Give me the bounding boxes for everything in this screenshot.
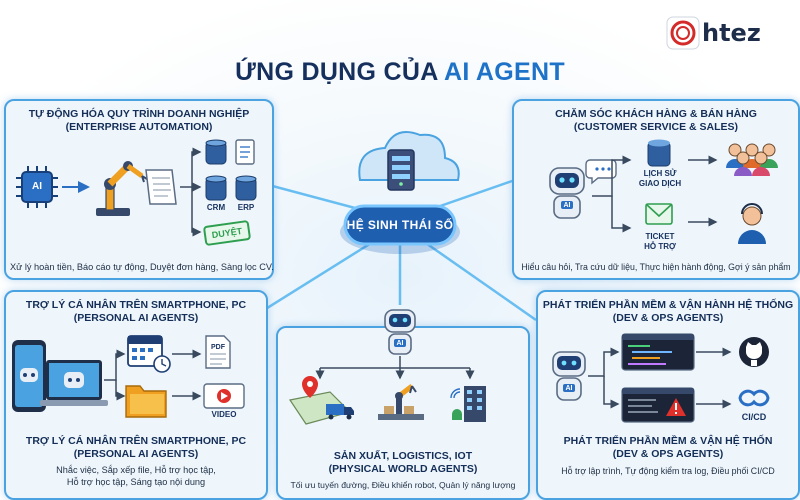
database-icon xyxy=(205,139,257,201)
panel-personal-title-bottom: TRỢ LÝ CÁ NHÂN TRÊN SMARTPHONE, PC xyxy=(25,435,247,447)
document-icon xyxy=(235,139,255,165)
map-pin-icon xyxy=(289,376,352,425)
robot-icon xyxy=(549,167,585,219)
video-label: VIDEO xyxy=(211,410,237,419)
robot-arm-icon xyxy=(96,161,148,216)
folder-icon xyxy=(125,385,167,418)
video-icon xyxy=(203,383,245,409)
ticket-label: TICKET xyxy=(645,232,675,241)
ticket-icon xyxy=(645,203,673,225)
logo-mark-icon xyxy=(666,16,700,50)
panel-personal-subtitle-bottom: (PERSONAL AI AGENTS) xyxy=(73,448,199,460)
cpu-icon xyxy=(16,166,58,208)
panel-personal-title: TRỢ LÝ CÁ NHÂN TRÊN SMARTPHONE, PC xyxy=(25,299,247,311)
phone-icon xyxy=(12,340,46,412)
physical-robot-ai-label: AI xyxy=(396,340,404,347)
panel-personal-description-2: Hỗ trợ học tập, Sáng tạo nội dung xyxy=(66,477,206,487)
invoice-icon xyxy=(145,169,177,205)
customers-icon xyxy=(726,143,778,176)
truck-icon xyxy=(326,404,354,420)
page-title: ỨNG DỤNG CỦA AI AGENT xyxy=(0,58,800,87)
erp-label: ERP xyxy=(237,203,255,212)
robot-icon xyxy=(384,309,416,355)
panel-physical-subtitle: (PHYSICAL WORLD AGENTS) xyxy=(328,463,478,475)
logo-text: htez xyxy=(702,19,761,47)
robot-ai-label: AI xyxy=(563,202,571,209)
panel-devops-subtitle: (DEV & OPS AGENTS) xyxy=(612,312,724,324)
ticket-label-2: HỖ TRỢ xyxy=(644,242,676,251)
approved-stamp-icon xyxy=(203,220,251,246)
pdf-label: PDF xyxy=(211,344,225,351)
crm-label: CRM xyxy=(206,203,226,212)
history-label-2: GIAO DỊCH xyxy=(638,179,682,188)
panel-devops-title: PHÁT TRIỂN PHẦN MỀM & VẬN HÀNH HỆ THỐNG xyxy=(542,299,794,311)
panel-physical-description: Tối ưu tuyến đường, Điều khiển robot, Qu… xyxy=(290,480,516,490)
panel-physical-title: SẢN XUẤT, LOGISTICS, IOT xyxy=(333,450,473,462)
panel-personal-subtitle: (PERSONAL AI AGENTS) xyxy=(73,312,199,324)
panel-customer-description: Hiểu câu hỏi, Tra cứu dữ liệu, Thực hiện… xyxy=(521,262,791,272)
hub-label: HỆ SINH THÁI SỐ xyxy=(346,218,454,232)
panel-enterprise-subtitle: (ENTERPRISE AUTOMATION) xyxy=(65,121,213,133)
ai-chip-label: AI xyxy=(32,181,42,192)
log-window-icon xyxy=(621,387,695,423)
pdf-icon xyxy=(205,335,231,369)
devops-robot-ai-label: AI xyxy=(565,385,573,392)
panel-devops-title-bottom: PHÁT TRIỂN PHẦN MỀM & VẬN HỆ THỐN xyxy=(563,435,773,447)
panel-enterprise-description: Xử lý hoàn tiền, Báo cáo tự động, Duyệt … xyxy=(10,262,274,272)
database-icon xyxy=(647,139,671,167)
cicd-icon xyxy=(738,389,770,407)
laptop-icon xyxy=(40,360,108,406)
title-main: ỨNG DỤNG CỦA xyxy=(235,58,444,86)
panel-devops-subtitle-bottom: (DEV & OPS AGENTS) xyxy=(612,448,724,460)
panel-enterprise-title: TỰ ĐỘNG HÓA QUY TRÌNH DOANH NGHIỆP xyxy=(28,108,250,120)
cicd-label: CI/CD xyxy=(741,412,767,422)
brand-logo[interactable]: htez xyxy=(666,10,786,56)
building-icon xyxy=(450,386,486,422)
factory-robot-icon xyxy=(378,384,424,420)
panel-devops-description: Hỗ trợ lập trình, Tự động kiểm tra log, … xyxy=(561,466,775,476)
clock-icon xyxy=(153,355,171,373)
support-agent-icon xyxy=(738,203,766,244)
robot-icon xyxy=(552,351,586,401)
warning-icon xyxy=(666,398,686,416)
chat-icon xyxy=(585,159,617,185)
panel-customer-title: CHĂM SÓC KHÁCH HÀNG & BÁN HÀNG xyxy=(555,108,757,120)
code-editor-icon xyxy=(621,333,695,371)
github-icon xyxy=(739,337,769,367)
history-label: LỊCH SỬ xyxy=(643,169,677,178)
title-accent: AI AGENT xyxy=(443,58,565,86)
panel-personal-description-1: Nhắc việc, Sắp xếp file, Hỗ trợ học tập, xyxy=(56,465,216,475)
calendar-icon xyxy=(127,335,163,367)
panel-customer-subtitle: (CUSTOMER SERVICE & SALES) xyxy=(573,121,739,133)
